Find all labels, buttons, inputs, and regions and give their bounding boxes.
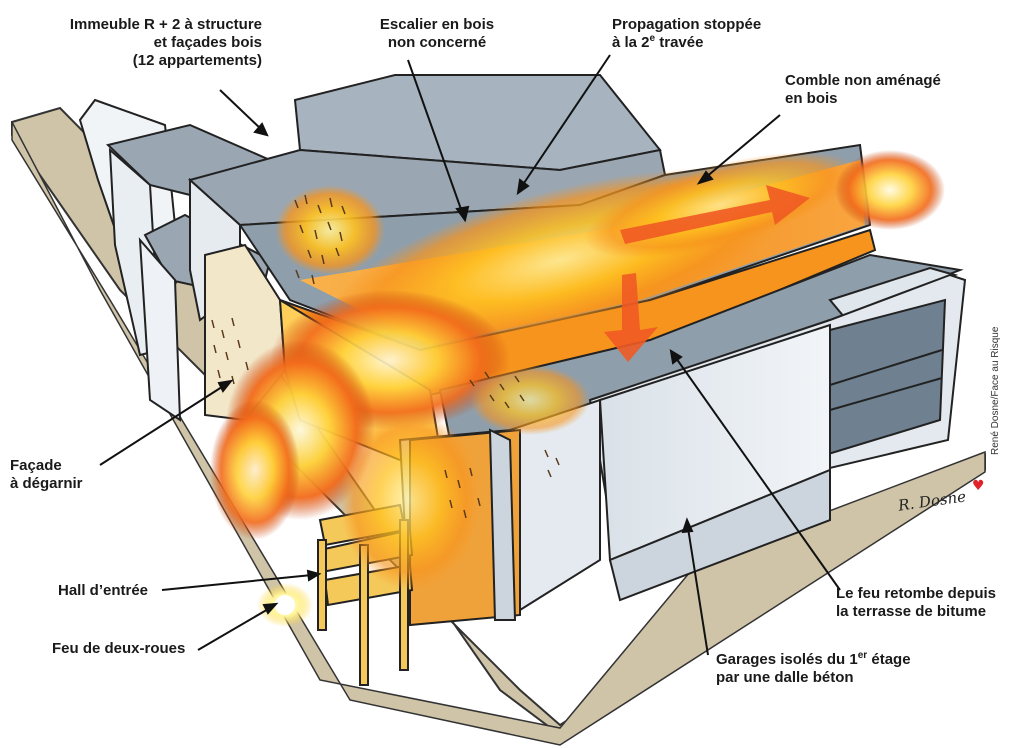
label-feu-retombe-line1: Le feu retombe depuis <box>836 585 997 602</box>
label-comble: Comble non aménagé en bois <box>785 72 941 108</box>
label-feu-retombe: Le feu retombe depuis la terrasse de bit… <box>836 585 996 621</box>
label-propagation: Propagation stoppée à la 2e travée <box>612 16 761 52</box>
label-comble-line2: en bois <box>785 90 838 107</box>
arrow-falling-down <box>604 273 658 362</box>
label-propagation-line2: à la 2e travée <box>612 33 704 52</box>
label-escalier: Escalier en bois non concerné <box>372 16 502 52</box>
label-escalier-line2: non concerné <box>387 34 487 51</box>
label-comble-line1: Comble non aménagé <box>785 72 941 89</box>
propagation-arrows <box>604 185 810 362</box>
arrow-propagation-right <box>620 185 810 244</box>
label-facade-line1: Façade <box>10 457 62 474</box>
label-immeuble: Immeuble R + 2 à structure et façades bo… <box>8 16 262 70</box>
label-hall: Hall d’entrée <box>58 582 149 599</box>
label-facade: Façade à dégarnir <box>10 457 83 493</box>
label-garages-line2: par une dalle béton <box>716 669 854 686</box>
fire-effects <box>210 150 945 627</box>
label-garages-line1: Garages isolés du 1er étage <box>716 650 911 669</box>
label-feu-deux-roues: Feu de deux-roues <box>52 640 186 657</box>
smoke-hatching <box>211 194 560 519</box>
label-feu-retombe-line2: la terrasse de bitume <box>836 603 987 620</box>
heart-icon: ♥ <box>972 478 985 494</box>
label-escalier-line1: Escalier en bois <box>379 16 495 33</box>
image-credit: René Dosne/Face au Risque <box>990 326 1001 455</box>
label-garages: Garages isolés du 1er étage par une dall… <box>716 651 911 687</box>
leader-lines <box>99 54 841 656</box>
label-facade-line2: à dégarnir <box>10 475 83 492</box>
label-propagation-line1: Propagation stoppée <box>612 16 762 33</box>
label-immeuble-line2: et façades bois <box>153 34 262 51</box>
label-immeuble-line1: Immeuble R + 2 à structure <box>69 16 262 33</box>
right-terrace <box>438 253 967 602</box>
label-immeuble-line3: (12 appartements) <box>132 52 262 69</box>
